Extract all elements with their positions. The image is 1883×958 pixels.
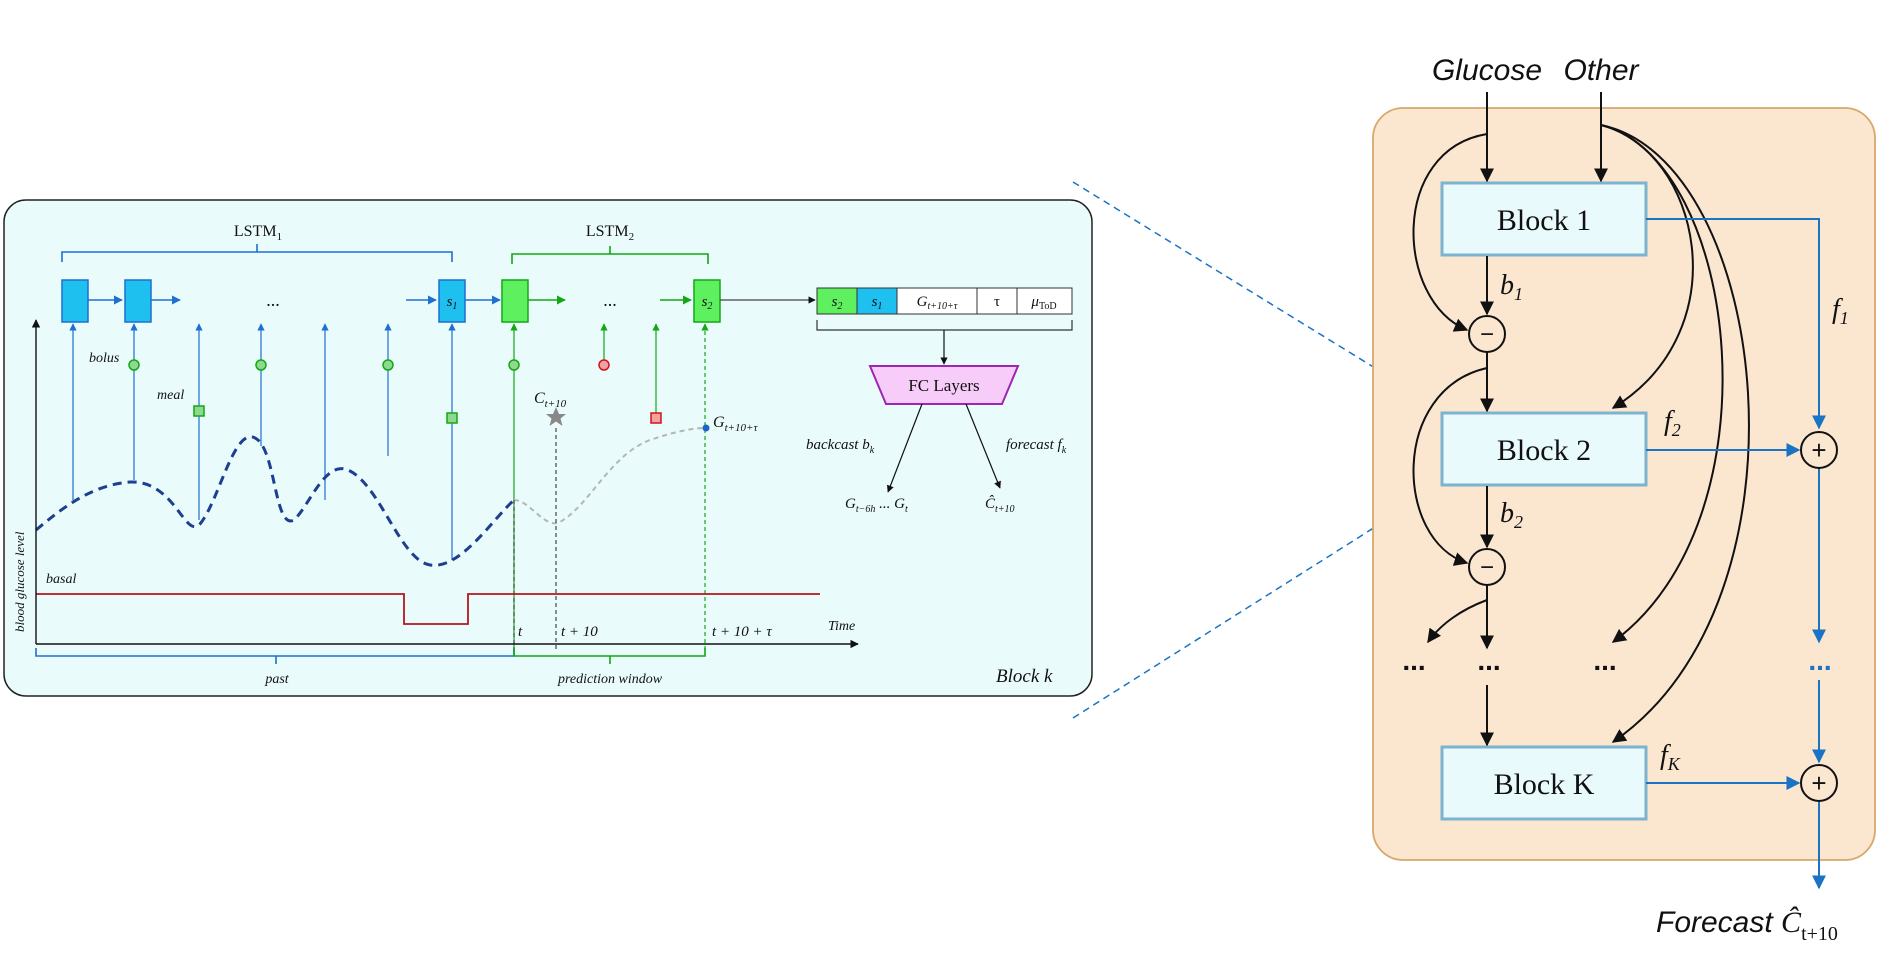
lstm1-brace xyxy=(61,244,453,262)
block-k xyxy=(1440,745,1648,821)
forecast-output-label: Forecast Ĉt+10 xyxy=(1656,906,1838,945)
glucose-future-curve xyxy=(513,427,707,525)
c-label: Ct+10 xyxy=(534,390,567,410)
vector-cell-tau: τ xyxy=(994,294,1000,310)
svg-text:+: + xyxy=(1811,768,1826,798)
target-glucose-point xyxy=(702,424,710,432)
block-k-label: Block k xyxy=(996,666,1053,687)
carb-star-icon xyxy=(546,407,566,426)
prediction-brace xyxy=(513,648,706,664)
dots-forecast: ... xyxy=(1808,645,1831,676)
meal-marker xyxy=(193,405,205,417)
nbeats-stack: Glucose Other Block 1 Block 2 Block K − … xyxy=(1372,54,1876,890)
vector-cell-mu: μToD xyxy=(1030,294,1056,312)
cell-s1-label: s1 xyxy=(447,294,458,312)
input-other-label: Other xyxy=(1563,54,1639,87)
f1-label: f1 xyxy=(1832,294,1849,328)
tick-t10: t + 10 xyxy=(561,624,598,640)
x-axis-label: Time xyxy=(828,619,855,634)
meal-marker xyxy=(446,412,458,424)
y-axis-label: blood glucose level xyxy=(12,531,27,632)
lstm2-brace xyxy=(511,246,709,264)
glucose-past-curve xyxy=(35,435,516,567)
past-label: past xyxy=(264,672,289,687)
bolus-marker xyxy=(255,359,267,371)
lstm1-cell-1 xyxy=(61,279,89,323)
lstm2-cell-s2 xyxy=(693,279,721,323)
input-glucose-label: Glucose xyxy=(1432,54,1542,87)
b2-label: b2 xyxy=(1500,498,1523,532)
dots-1: ... xyxy=(1402,645,1425,676)
bolus-marker xyxy=(382,359,394,371)
forecast-label: forecast fk xyxy=(1006,437,1067,456)
past-input-arrows xyxy=(69,323,456,560)
prediction-window-label: prediction window xyxy=(557,672,663,687)
lstm1-label: LSTM1 xyxy=(234,223,282,243)
bolus-marker xyxy=(128,359,140,371)
lstm1-ellipsis: ... xyxy=(266,290,280,310)
backcast-output: Gt−6h ... Gt xyxy=(845,496,908,515)
basal-label: basal xyxy=(46,572,76,587)
cell-s2-label: s2 xyxy=(702,294,713,312)
svg-text:+: + xyxy=(1811,435,1826,465)
dots-2: ... xyxy=(1477,645,1500,676)
vector-cell-g: Gt+10+τ xyxy=(917,294,958,312)
bolus-marker xyxy=(508,359,520,371)
meal-label: meal xyxy=(157,388,184,403)
block-2-label: Block 2 xyxy=(1497,434,1591,467)
lstm2-cell-1 xyxy=(501,279,529,323)
fc-layers-box xyxy=(868,365,1020,405)
add-node-1 xyxy=(1800,431,1838,469)
b1-label: b1 xyxy=(1500,270,1523,304)
g-target-label: Gt+10+τ xyxy=(713,414,758,434)
block-1-label: Block 1 xyxy=(1497,204,1591,237)
tick-t: t xyxy=(518,624,523,640)
svg-text:−: − xyxy=(1480,321,1494,348)
svg-text:−: − xyxy=(1480,554,1494,581)
dots-3: ... xyxy=(1593,645,1616,676)
lstm1-cell-2 xyxy=(124,279,152,323)
future-meal-marker xyxy=(650,412,662,424)
block-k-stack-label: Block K xyxy=(1494,768,1595,801)
block-2 xyxy=(1440,411,1648,487)
lstm1-cell-s1 xyxy=(438,279,466,323)
basal-line xyxy=(36,593,820,625)
lstm2-ellipsis: ... xyxy=(603,290,617,310)
lstm2-label: LSTM2 xyxy=(586,223,634,243)
fc-layers-label: FC Layers xyxy=(908,376,979,395)
tick-t10tau: t + 10 + τ xyxy=(712,624,772,640)
forecast-output: Ĉt+10 xyxy=(985,495,1015,515)
bolus-label: bolus xyxy=(89,351,120,366)
vector-cell-s2: s2 xyxy=(832,294,843,312)
f2-label: f2 xyxy=(1664,406,1681,440)
fK-label: fK xyxy=(1660,740,1681,774)
block-k-panel: LSTM1 LSTM2 s1 ... s2 ... xyxy=(3,199,1093,697)
feature-vector: s2 s1 Gt+10+τ τ μToD xyxy=(816,287,1073,315)
vector-cell-s1: s1 xyxy=(872,294,883,312)
future-bolus-marker xyxy=(598,359,610,371)
backcast-label: backcast bk xyxy=(806,437,875,456)
block-1 xyxy=(1440,181,1648,257)
add-node-2 xyxy=(1800,764,1838,802)
